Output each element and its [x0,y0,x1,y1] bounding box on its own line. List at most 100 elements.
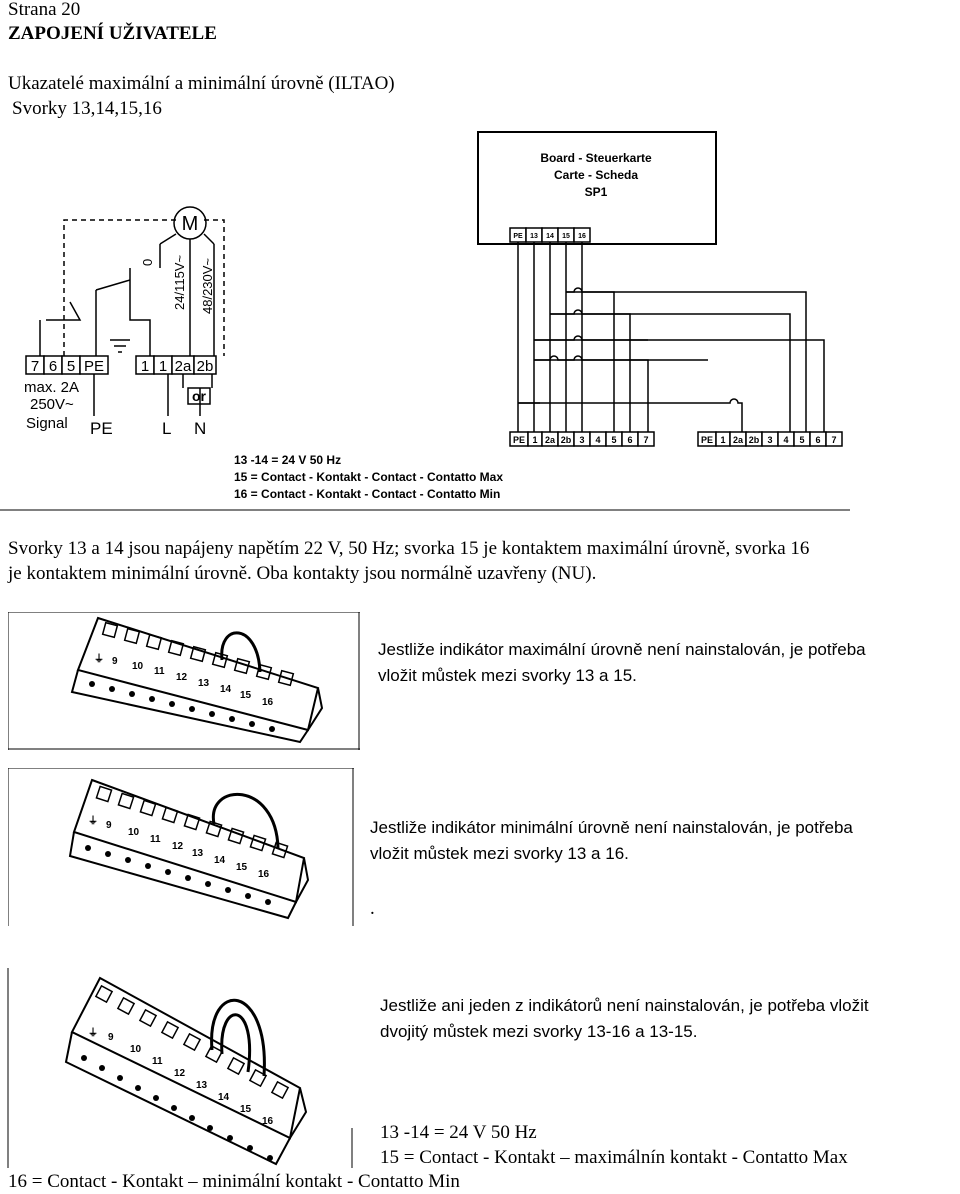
svg-text:⏚: ⏚ [88,815,98,827]
motor-label: M [182,213,199,235]
svg-text:1: 1 [159,358,167,375]
svg-text:14: 14 [218,1092,230,1103]
terminal-strip-2 [697,431,843,447]
svg-text:1: 1 [532,435,537,445]
svg-text:9: 9 [106,820,112,831]
page-number: Strana 20 [8,0,81,20]
terminal-strip-2-labels: PE 1 2a 2b 3 4 5 6 7 [701,435,837,445]
wiring-diagram: Board - Steuerkarte Carte - Scheda SP1 P… [0,131,850,511]
note-1-line-2: vložit můstek mezi svorky 13 a 15. [378,666,637,685]
svg-text:13 -14 = 24 V 50 Hz: 13 -14 = 24 V 50 Hz [234,453,341,467]
svg-text:11: 11 [150,834,161,845]
motor-wire-1: 24/115V~ [172,255,187,310]
note-2-line-1: Jestliže indikátor minimální úrovně není… [370,818,853,837]
svg-text:4: 4 [595,435,600,445]
svg-text:PE: PE [90,419,113,438]
svg-text:10: 10 [132,661,144,672]
svg-text:15: 15 [562,233,570,240]
svg-text:12: 12 [172,841,184,852]
section-title: ZAPOJENÍ UŽIVATELE [8,23,217,44]
svg-text:PE: PE [513,233,523,240]
svg-text:max. 2A: max. 2A [24,379,79,396]
note-3-line-1: Jestliže ani jeden z indikátorů není nai… [380,996,869,1015]
paragraph-line-2: je kontaktem minimální úrovně. Oba konta… [8,563,597,584]
note-3-line-2: dvojitý můstek mezi svorky 13-16 a 13-15… [380,1022,698,1041]
svg-text:5: 5 [799,435,804,445]
svg-text:10: 10 [128,827,140,838]
svg-text:250V~: 250V~ [30,396,74,413]
svg-text:5: 5 [611,435,616,445]
terminal-strip-1 [509,431,655,447]
svg-text:9: 9 [108,1032,114,1043]
svg-text:⏚: ⏚ [88,1027,98,1039]
svg-text:16: 16 [258,869,270,880]
svg-text:15: 15 [240,1104,252,1115]
svg-text:6: 6 [815,435,820,445]
svg-text:2a: 2a [545,435,556,445]
svg-text:15: 15 [236,862,248,873]
svg-text:2b: 2b [561,435,572,445]
svg-text:12: 12 [176,672,188,683]
intro-line-2: Svorky 13,14,15,16 [12,98,162,119]
svg-text:PE: PE [701,435,713,445]
svg-text:13: 13 [192,848,204,859]
svg-text:16 = Contact - Kontakt - Conta: 16 = Contact - Kontakt - Contact - Conta… [234,487,500,501]
footer-line-1: 13 -14 = 24 V 50 Hz [380,1122,537,1143]
svg-text:Signal: Signal [26,415,68,432]
svg-text:15: 15 [240,690,252,701]
svg-text:16: 16 [262,1116,274,1127]
svg-text:PE: PE [84,358,104,375]
svg-text:7: 7 [643,435,648,445]
svg-text:5: 5 [67,358,75,375]
board-line-2: Carte - Scheda [554,168,638,182]
svg-text:3: 3 [767,435,772,445]
motor-schematic [39,206,225,356]
note-2-extra: . [370,898,375,919]
motor-wire-2: 48/230V~ [200,258,215,314]
svg-text:13: 13 [196,1080,208,1091]
svg-text:11: 11 [154,666,165,677]
svg-text:1: 1 [720,435,725,445]
terminal-strip-1-labels: PE 1 2a 2b 3 4 5 6 7 [513,435,649,445]
svg-text:9: 9 [112,656,118,667]
note-1-line-1: Jestliže indikátor maximální úrovně není… [378,640,866,659]
svg-text:7: 7 [31,358,39,375]
left-terminal-labels: 7 6 5 PE 1 1 2a 2b [31,358,214,375]
motor-wire-0: 0 [140,259,155,266]
svg-text:11: 11 [152,1056,163,1067]
intro-line-1: Ukazatelé maximální a minimální úrovně (… [8,73,395,94]
board-line-3: SP1 [585,185,608,199]
board-line-1: Board - Steuerkarte [540,151,652,165]
svg-text:16: 16 [578,233,586,240]
svg-text:4: 4 [783,435,788,445]
note-2-line-2: vložit můstek mezi svorky 13 a 16. [370,844,629,863]
svg-text:2b: 2b [197,358,214,375]
svg-text:12: 12 [174,1068,186,1079]
svg-text:15 = Contact - Kontakt - Conta: 15 = Contact - Kontakt - Contact - Conta… [234,470,503,484]
svg-text:13: 13 [530,233,538,240]
svg-text:L: L [162,419,171,438]
svg-text:14: 14 [214,855,226,866]
svg-text:⏚: ⏚ [94,653,104,665]
svg-text:6: 6 [627,435,632,445]
svg-text:2a: 2a [733,435,744,445]
svg-text:1: 1 [141,358,149,375]
or-label: or [192,388,207,404]
terminal-block-figure-3: ⏚ 9 10 11 12 13 14 15 16 [7,968,353,1168]
svg-text:7: 7 [831,435,836,445]
svg-text:2b: 2b [749,435,760,445]
board-wires [517,242,825,432]
left-terminal-block [25,355,217,375]
board-terminal-labels: PE 13 14 15 16 [513,233,586,240]
bottom-labels: PE L N [90,419,206,438]
terminal-block-figure-2: ⏚ 9 10 11 12 13 14 15 16 [8,768,354,926]
signal-labels: max. 2A 250V~ Signal [24,379,79,432]
paragraph-line-1: Svorky 13 a 14 jsou napájeny napětím 22 … [8,538,810,559]
svg-text:16: 16 [262,697,274,708]
footer-line-3: 16 = Contact - Kontakt – minimální konta… [8,1171,460,1192]
svg-text:14: 14 [220,684,232,695]
svg-text:N: N [194,419,206,438]
svg-text:2a: 2a [175,358,192,375]
diagram-legend: 13 -14 = 24 V 50 Hz 15 = Contact - Konta… [234,453,503,501]
svg-text:3: 3 [579,435,584,445]
